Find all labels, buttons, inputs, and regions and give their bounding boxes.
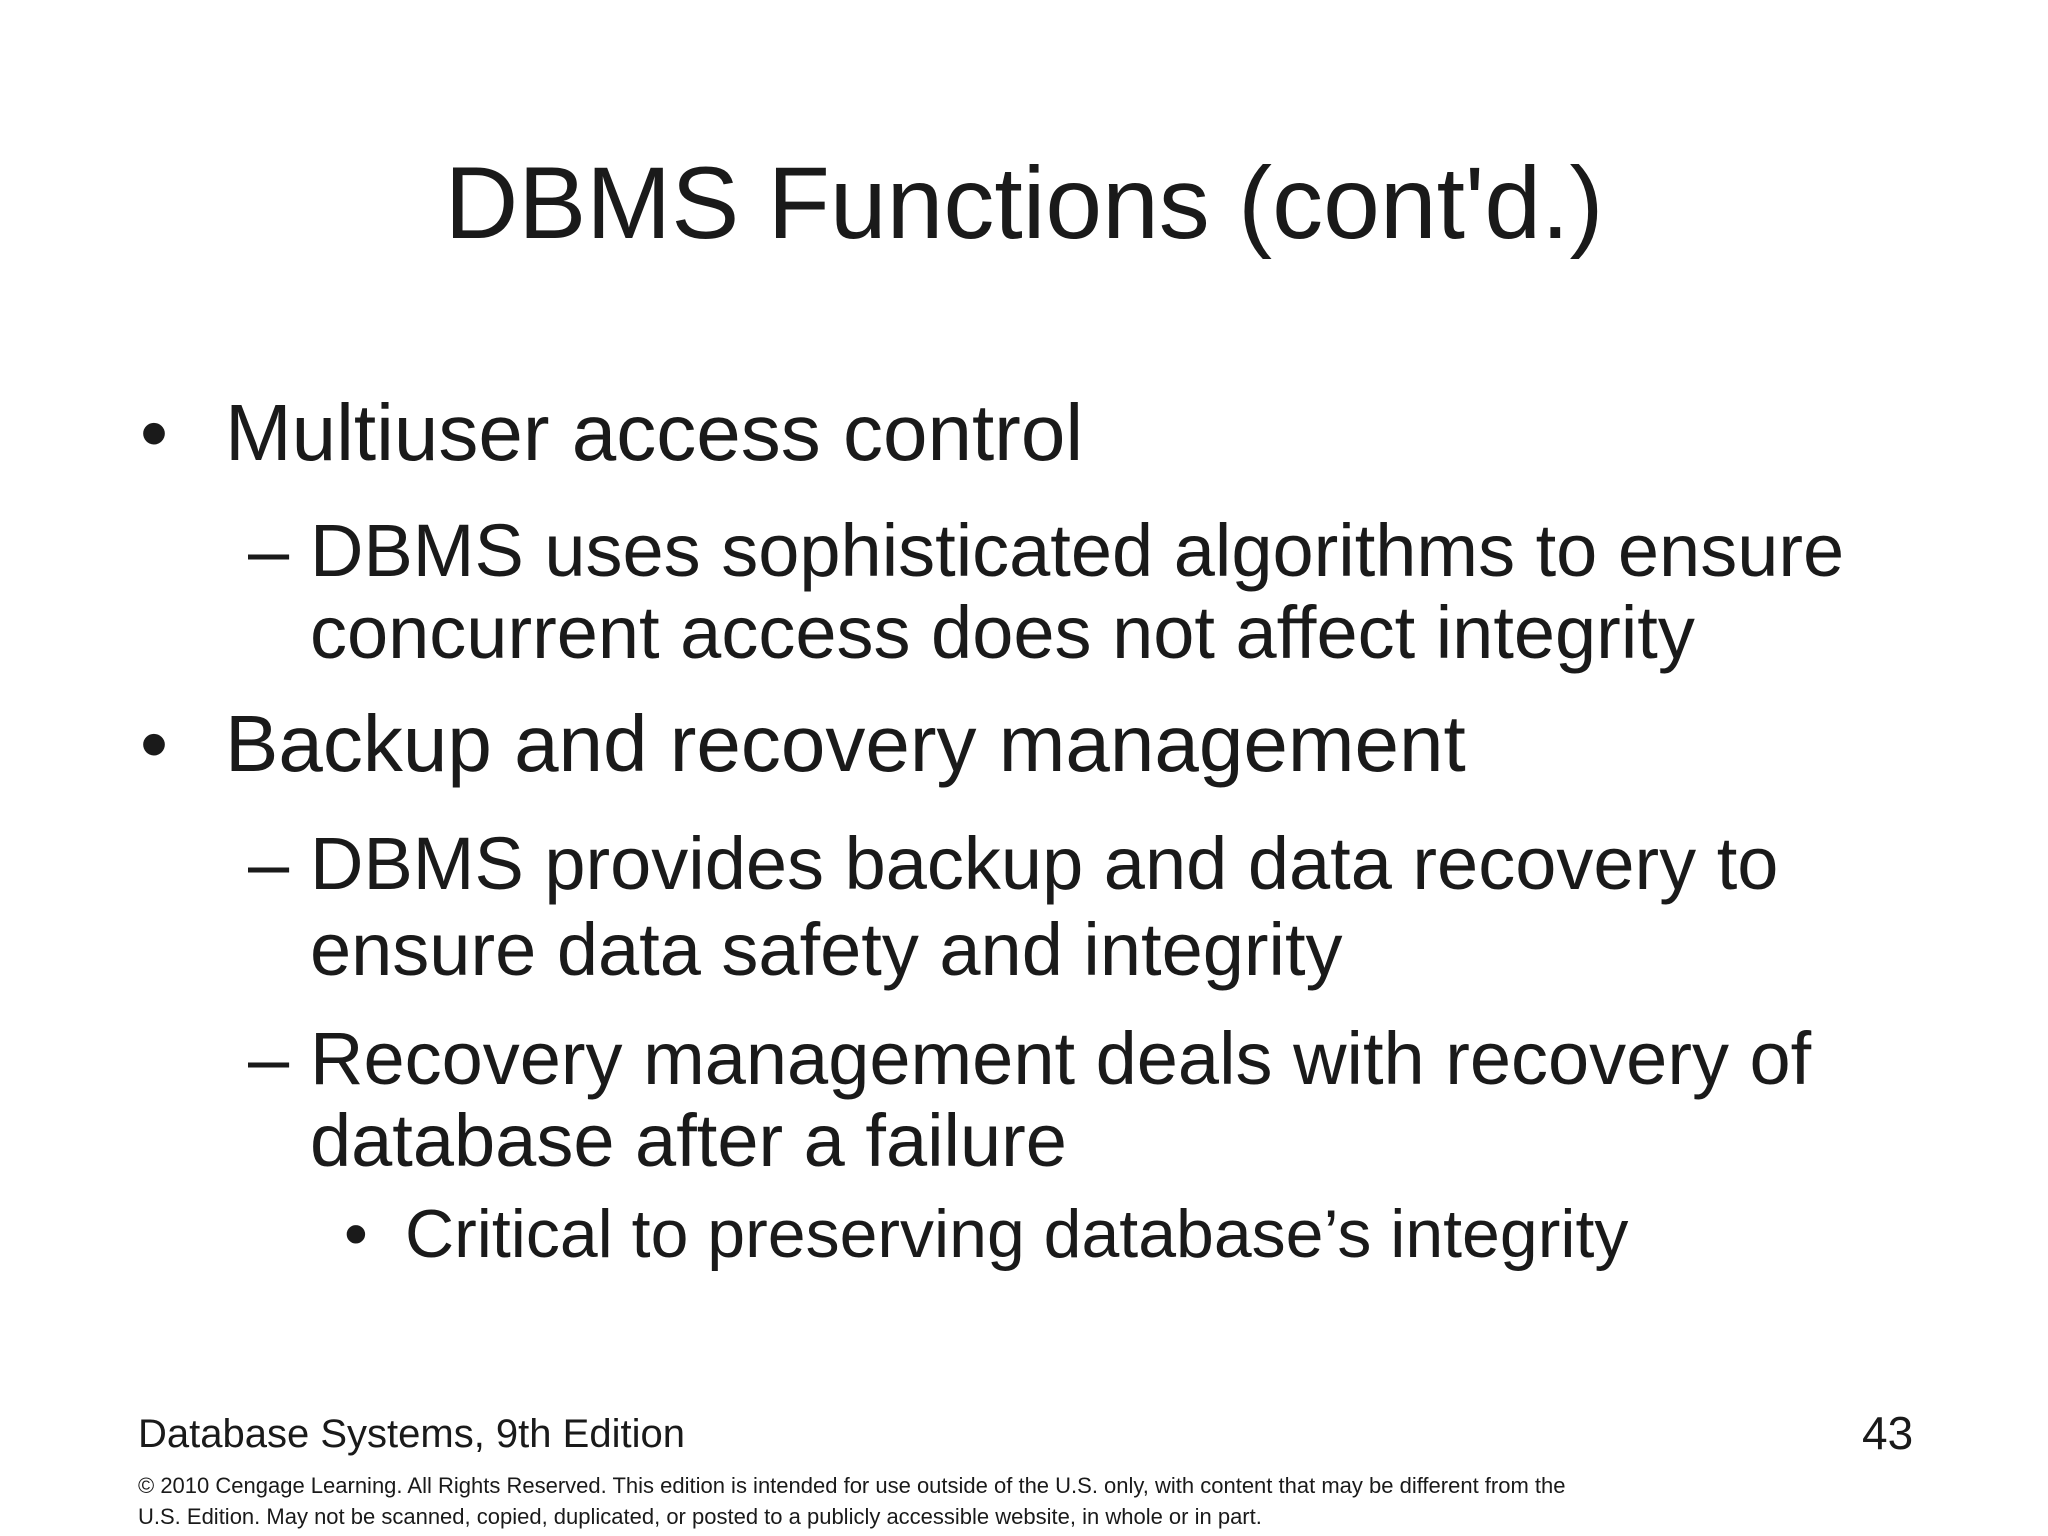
dash-icon: –: [248, 822, 290, 905]
bullet-line: Backup and recovery management: [225, 699, 1466, 788]
subbullet-recovery-mgmt-line-2: database after a failure: [310, 1104, 1067, 1178]
bullet-dot-icon: •: [140, 699, 169, 788]
slide-title: DBMS Functions (cont'd.): [444, 146, 1604, 260]
bullet-dot-icon: •: [140, 388, 169, 477]
dash-icon: –: [248, 1017, 290, 1100]
bullet-line: ensure data safety and integrity: [310, 908, 1343, 991]
bullet-line: Critical to preserving database’s integr…: [405, 1196, 1629, 1272]
subbullet-recovery-mgmt-line-1: –Recovery management deals with recovery…: [248, 1022, 1811, 1096]
bullet-line: concurrent access does not affect integr…: [310, 591, 1695, 674]
copyright-line-2: U.S. Edition. May not be scanned, copied…: [138, 1504, 1262, 1529]
subbullet-algorithms-line-1: –DBMS uses sophisticated algorithms to e…: [248, 514, 1844, 588]
subbullet-provides-backup-line-2: ensure data safety and integrity: [310, 913, 1343, 987]
subbullet-provides-backup-line-1: –DBMS provides backup and data recovery …: [248, 827, 1778, 901]
bullet-dot-icon: •: [344, 1196, 368, 1272]
copyright-line-1: © 2010 Cengage Learning. All Rights Rese…: [138, 1473, 1566, 1498]
page-number: 43: [1862, 1407, 1914, 1459]
bullet-line: Recovery management deals with recovery …: [310, 1017, 1812, 1100]
bullet-line: DBMS provides backup and data recovery t…: [310, 822, 1779, 905]
bullet-item-backup-recovery: •Backup and recovery management: [140, 704, 1466, 784]
bullet-line: Multiuser access control: [225, 388, 1084, 477]
bullet-line: DBMS uses sophisticated algorithms to en…: [310, 509, 1845, 592]
bullet-line: database after a failure: [310, 1099, 1067, 1182]
subbullet-critical-integrity: •Critical to preserving database’s integ…: [344, 1200, 1628, 1268]
dash-icon: –: [248, 509, 290, 592]
bullet-item-multiuser: •Multiuser access control: [140, 393, 1083, 473]
footer-book-title: Database Systems, 9th Edition: [138, 1412, 685, 1456]
subbullet-algorithms-line-2: concurrent access does not affect integr…: [310, 596, 1695, 670]
